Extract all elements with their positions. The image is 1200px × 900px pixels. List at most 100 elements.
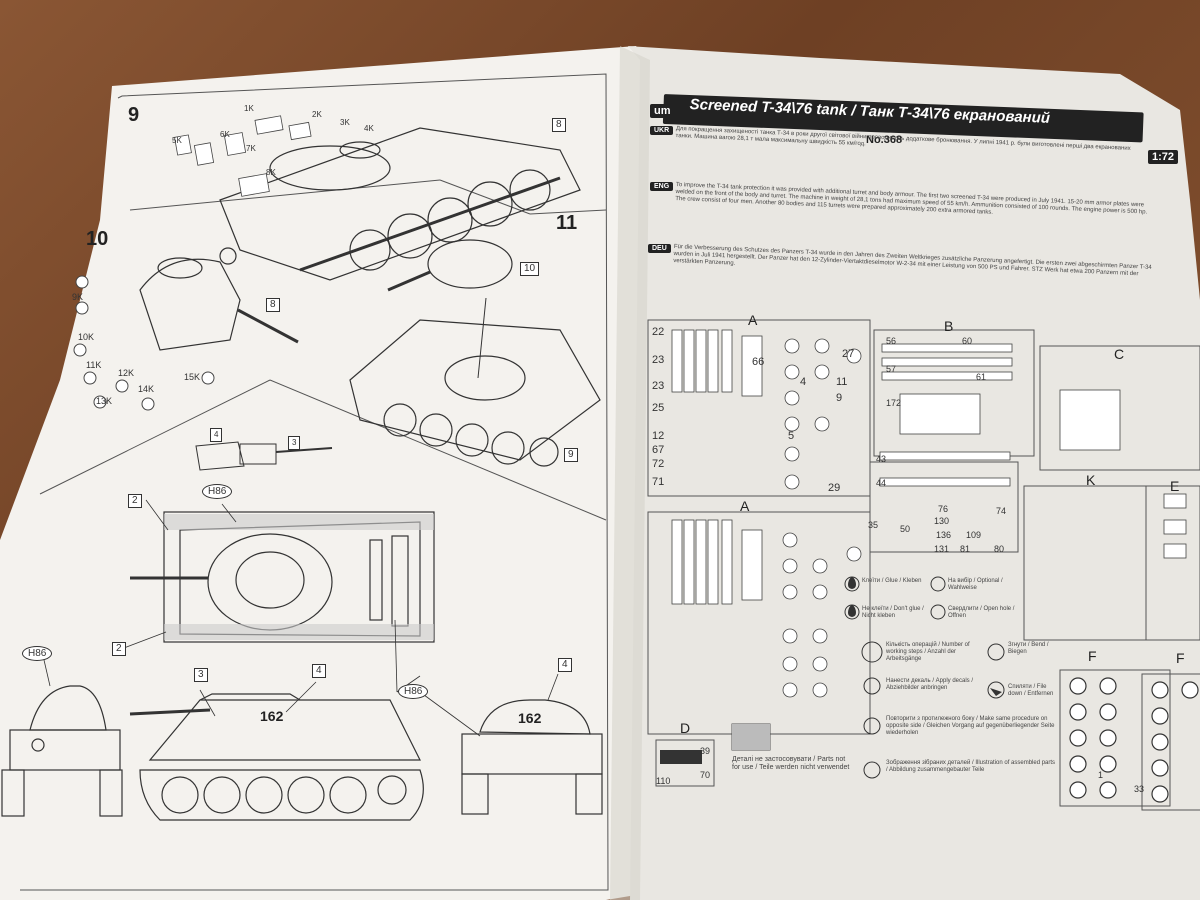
legend-glue: Клеїти / Glue / Kleben [862, 578, 922, 584]
part-number: 43 [876, 454, 887, 464]
callout-4c: 4 [558, 658, 572, 672]
sprue-e-label: E [1170, 478, 1180, 494]
part-number: 1 [1098, 770, 1104, 780]
part-number: 35 [868, 520, 879, 530]
legend-drill: Свердлити / Open hole / Offnen [948, 606, 1015, 619]
part-number: 72 [652, 458, 665, 470]
part-number: 74 [996, 506, 1007, 516]
sprue-a-label: A [748, 312, 758, 328]
part-number: 172 [886, 398, 902, 408]
part-4k: 4K [364, 124, 374, 133]
side-view-tank [129, 693, 424, 821]
part-number: 11 [836, 376, 848, 388]
legend-repeat: Кількість операцій / Number of working s… [886, 642, 970, 662]
part-number: 50 [900, 524, 911, 534]
part-number: 109 [966, 530, 982, 540]
part-number: 23 [652, 380, 665, 392]
sprue-b-label: B [944, 318, 954, 334]
part-2k: 2K [312, 110, 322, 119]
part-number: 23 [652, 354, 665, 366]
legend-decal: Нанести декаль / Apply decals / Abziehbi… [886, 678, 973, 691]
part-number: 12 [652, 430, 665, 442]
part-number: 61 [976, 372, 987, 382]
callout-h86-c: H86 [398, 684, 429, 699]
callout-2b: 2 [112, 642, 126, 656]
sprue-d-label: D [680, 720, 691, 736]
part-number: 66 [752, 356, 765, 368]
left-page [0, 46, 648, 900]
part-1k: 1K [244, 104, 254, 113]
turret-number-rear: 162 [518, 710, 542, 726]
part-number: 70 [700, 770, 711, 780]
part-13k: 13K [96, 396, 113, 406]
legend-bend: Згнути / Bend / Biegen [1008, 642, 1049, 655]
part-12k: 12K [118, 368, 135, 378]
part-11k: 11K [86, 360, 102, 370]
legend-mirror: Повторити з протилежного боку / Make sam… [886, 716, 1055, 736]
legend-assembled: Зображення зібраних деталей / Illustrati… [886, 760, 1056, 773]
part-number: 110 [656, 776, 671, 786]
legend-optional: На вибір / Optional / Wahlweise [948, 578, 1003, 591]
step-11-number: 11 [556, 212, 578, 234]
sprue-parts [671, 329, 1187, 698]
legend-no-glue: Не клеїти / Don't glue / Nicht kleben [862, 606, 924, 619]
callout-h86-b: H86 [22, 646, 53, 661]
part-number: 9 [836, 392, 843, 404]
step11-tank-drawing [349, 239, 601, 467]
callout-3a: 3 [288, 436, 301, 450]
lang-ukr-badge: UKR [650, 126, 674, 135]
ref-step-8a: 8 [552, 118, 566, 132]
sprue-f-wheels [1069, 677, 1199, 803]
ref-step-10: 10 [520, 262, 540, 276]
callout-h86-a: H86 [202, 484, 233, 499]
callout-2a: 2 [128, 494, 142, 508]
part-6k: 6K [220, 130, 230, 139]
step-9-number: 9 [128, 104, 140, 126]
lang-eng-badge: ENG [650, 182, 674, 191]
part-number: 29 [828, 482, 841, 494]
part-number: 131 [934, 544, 950, 554]
front-view-tank [1, 685, 123, 817]
scale-badge: 1:72 [1148, 150, 1179, 164]
part-7k: 7K [246, 144, 256, 153]
ref-step-9: 9 [564, 448, 578, 462]
callout-4b: 4 [312, 664, 326, 678]
part-number: 5 [788, 430, 795, 442]
sprue-f-label: F [1088, 648, 1097, 664]
part-number: 56 [886, 336, 897, 346]
part-number: 81 [960, 544, 971, 554]
step10-turret-drawing [139, 247, 299, 351]
sprue-k-label: K [1086, 472, 1096, 488]
part-number: 39 [700, 746, 711, 756]
rear-view-tank [461, 699, 603, 815]
legend-icons [844, 576, 1005, 779]
part-number: 44 [876, 478, 887, 488]
lang-deu-badge: DEU [648, 244, 671, 253]
right-page [628, 46, 1200, 900]
part-15k: 15K [184, 372, 201, 382]
part-number: 60 [962, 336, 973, 346]
part-10k: 10K [78, 332, 95, 342]
callout-3b: 3 [194, 668, 208, 682]
part-5k: 5K [172, 136, 182, 145]
part-14k: 14K [138, 384, 155, 394]
legend-file: Спиляти / File down / Entfernen [1008, 684, 1054, 697]
part-number: 76 [938, 504, 949, 514]
step9-tank-drawing [219, 127, 581, 281]
callout-4a: 4 [210, 428, 223, 442]
part-number: 71 [652, 476, 665, 488]
sprue-f2-label: F [1176, 650, 1185, 666]
part-number: 33 [1134, 784, 1145, 794]
not-for-use-note: Деталі не застосовувати / Parts not for … [732, 756, 850, 771]
kit-number: No.368 [866, 134, 903, 146]
part-number: 27 [842, 348, 855, 360]
part-number: 130 [934, 516, 950, 526]
step-10-number: 10 [86, 228, 109, 250]
part-number: 22 [652, 326, 665, 338]
sprue-a2-label: A [740, 498, 750, 514]
part-number: 57 [886, 364, 897, 374]
part-3k: 3K [340, 118, 350, 127]
part-number: 4 [800, 376, 807, 388]
